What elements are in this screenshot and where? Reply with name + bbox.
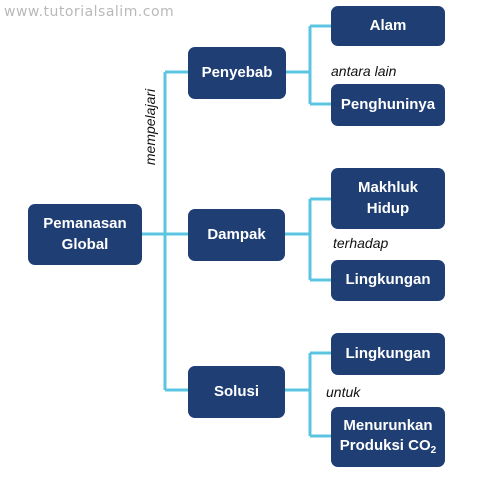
node-alam: Alam — [331, 6, 445, 46]
label-untuk: untuk — [326, 384, 361, 400]
menurunkan-line2: Produksi CO — [339, 437, 431, 455]
node-penyebab: Penyebab — [188, 47, 286, 99]
makhluk-line2: Hidup — [366, 199, 410, 217]
label-mempelajari: mempelajari — [142, 88, 158, 166]
node-solusi: Solusi — [188, 366, 285, 418]
root-line2: Global — [61, 235, 109, 253]
watermark-text: www.tutorialsalim.com — [4, 4, 175, 20]
node-lingkungan-solusi: Lingkungan — [331, 333, 445, 375]
label-antara-lain: antara lain — [331, 63, 397, 79]
root-line1: Pemanasan — [43, 215, 127, 233]
menurunkan-line1: Menurunkan — [343, 417, 433, 435]
node-lingkungan-dampak: Lingkungan — [331, 260, 445, 301]
co2-subscript: 2 — [430, 445, 437, 457]
node-dampak: Dampak — [188, 209, 285, 261]
makhluk-line1: Makhluk — [357, 179, 418, 197]
label-terhadap: terhadap — [333, 235, 389, 251]
node-makhluk-hidup: Makhluk Hidup — [331, 168, 445, 229]
node-menurunkan-produksi: Menurunkan Produksi CO2 — [331, 407, 445, 467]
node-pemanasan-global: Pemanasan Global — [28, 204, 142, 265]
node-penghuninya: Penghuninya — [331, 84, 445, 126]
